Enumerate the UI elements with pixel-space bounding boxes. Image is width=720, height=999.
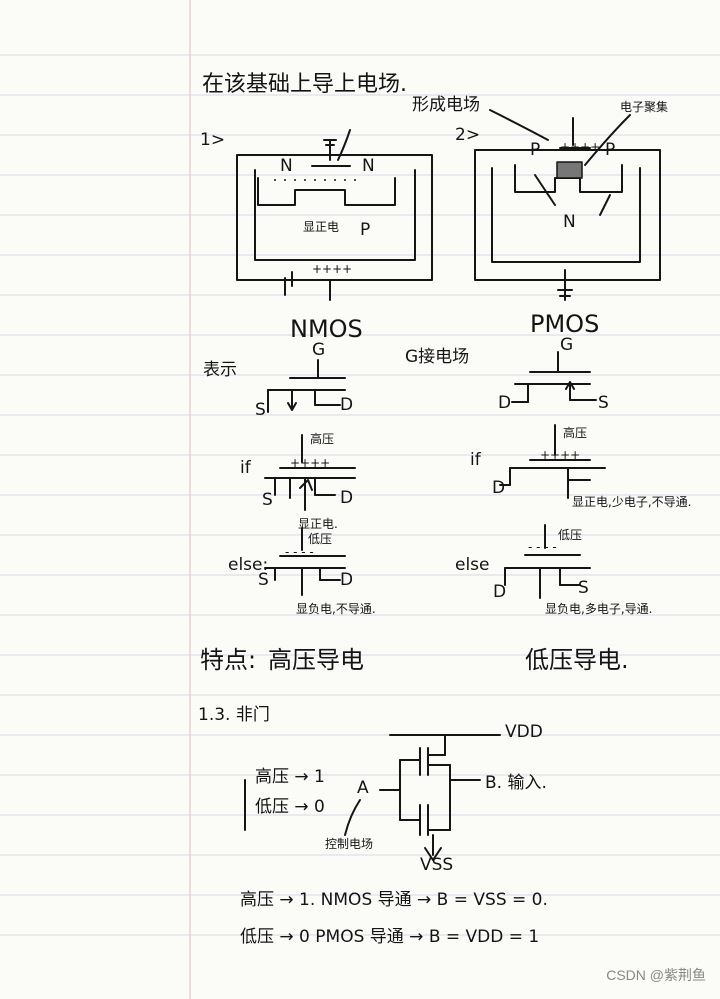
nmos-else-label: else: [228,555,269,575]
nmos-right-region: N [362,156,375,176]
nmos-bottom-charges: ++++ [312,262,353,276]
pmos-else-low: 低压 [558,528,583,542]
nmos-else-note: 显负电,不导通. [296,602,376,616]
pmos-if-symbol [499,424,606,499]
features-label: 特点: [200,646,257,674]
nmos-else-symbol [264,527,346,596]
step-marker-1: 1> [200,130,226,150]
nmos-if-note: 显正电. [298,517,338,531]
not-gate-vdd: VDD [505,722,543,742]
pmos-else-charges: - - - - [528,540,557,554]
forming-field-label: 形成电场 [412,95,480,115]
pmos-top-charges: ++++ [560,140,601,154]
not-gate-circuit [244,734,501,861]
nmos-channel-note: 显正电 [303,220,340,234]
page-title: 在该基础上导上电场. [202,72,407,97]
not-gate-control-note: 控制电场 [325,837,374,851]
pmos-if-note: 显正电,少电子,不导通. [572,495,692,509]
pmos-else-drain: D [493,582,507,602]
not-gate-input-a: A [357,778,369,798]
electron-gather-label: 电子聚集 [620,100,669,114]
conclusion-line-2: 低压 → 0 PMOS 导通 → B = VDD = 1 [240,927,540,947]
pmos-if-high: 高压 [563,426,588,440]
pmos-else-source: S [578,578,589,598]
pmos-else-note: 显负电,多电子,导通. [545,602,653,616]
nmos-if-symbol [264,434,356,511]
nmos-symbol [267,359,346,413]
pmos-source-label: S [598,393,609,413]
not-gate-heading: 1.3. 非门 [198,705,270,725]
not-gate-high-map: 高压 → 1 [255,767,325,787]
pmos-if-drain: D [492,478,506,498]
conclusion-line-1: 高压 → 1. NMOS 导通 → B = VSS = 0. [240,890,548,910]
nmos-substrate: P [360,220,371,240]
not-gate-vss: VSS [420,855,454,875]
represent-label: 表示 [203,360,237,380]
pmos-symbol [511,351,597,403]
not-gate-output-b: B. 输入. [485,773,547,793]
not-gate-low-map: 低压 → 0 [255,797,325,817]
pmos-else-label: else [455,555,490,575]
nmos-if-source: S [262,490,273,510]
nmos-else-low: 低压 [308,532,333,546]
nmos-if-charges: ++++ [290,456,331,470]
features-nmos: 高压导电 [268,646,364,674]
nmos-left-region: N [280,156,293,176]
pmos-drain-label: D [498,393,512,413]
pmos-structure [474,109,661,301]
pmos-left-region: P [530,140,541,160]
nmos-if-drain: D [340,488,354,508]
nmos-structure [236,129,433,301]
pmos-substrate: N [563,212,576,232]
pmos-else-symbol [504,524,591,599]
nmos-drain-label: D [340,395,354,415]
pmos-gate-label: G [560,335,574,355]
nmos-source-label: S [255,400,266,420]
nmos-if-label: if [240,458,251,478]
nmos-if-high: 高压 [310,432,335,446]
pmos-right-region: P [605,140,616,160]
nmos-caption: NMOS [290,315,363,343]
features-pmos: 低压导电. [525,646,629,674]
step-marker-2: 2> [455,125,481,145]
csdn-watermark: CSDN @紫荆鱼 [606,967,706,983]
nmos-else-charges: - - - - [285,545,314,559]
nmos-else-source: S [258,570,269,590]
nmos-gate-label: G [312,340,326,360]
pmos-if-label: if [470,450,481,470]
nmos-else-drain: D [340,570,354,590]
pmos-if-charges: ++++ [540,448,581,462]
gate-field-note: G接电场 [405,347,470,367]
pmos-caption: PMOS [530,310,600,338]
